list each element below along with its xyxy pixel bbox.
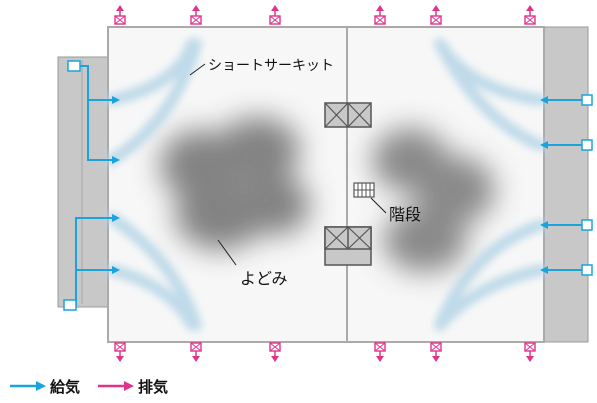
elevator-upper — [324, 102, 372, 128]
label-short-circuit: ショートサーキット — [208, 58, 334, 74]
exhaust-vent-icon — [114, 342, 126, 362]
legend-supply-label: 給気 — [50, 378, 80, 396]
supply-outlet-icon — [63, 299, 77, 311]
legend-supply-arrow — [36, 381, 46, 391]
supply-arrow — [112, 214, 120, 222]
exhaust-vent-icon — [430, 5, 442, 25]
airflow-arc — [106, 212, 202, 331]
leader-short-circuit — [189, 63, 206, 76]
supply-arrow — [112, 266, 120, 274]
supply-duct-right — [548, 99, 582, 271]
exhaust-vent-icon — [269, 342, 281, 362]
supply-outlet-icon — [581, 94, 593, 106]
leader-stairs — [370, 197, 387, 214]
exhaust-vent-icon — [374, 342, 386, 362]
stairs-icon — [353, 182, 375, 198]
elevator-lower — [324, 226, 372, 266]
legend-exhaust-arrow — [124, 381, 134, 391]
label-stairs: 階段 — [389, 205, 421, 224]
exhaust-vent-icon — [430, 342, 442, 362]
supply-outlets-right — [540, 96, 548, 274]
legend-exhaust-label: 排気 — [138, 378, 168, 396]
airflow-arc — [434, 38, 546, 151]
supply-outlet-icon — [581, 264, 593, 276]
label-stagnation: よどみ — [240, 269, 288, 288]
supply-outlet-icon — [581, 139, 593, 151]
stagnation-cloud-right — [372, 128, 495, 272]
supply-outlets-left — [112, 96, 120, 274]
supply-arrow — [112, 96, 120, 104]
left-side-panel — [57, 56, 109, 308]
supply-outlet-boxes-right — [581, 94, 593, 276]
right-side-panel — [543, 26, 589, 343]
exhaust-vents-bottom — [114, 342, 536, 362]
exhaust-vent-icon — [374, 5, 386, 25]
supply-outlet-icon — [67, 60, 81, 72]
supply-arrow — [540, 221, 548, 229]
supply-arrow — [112, 156, 120, 164]
exhaust-vent-icon — [524, 5, 536, 25]
supply-arrow — [540, 96, 548, 104]
legend: 給気 排気 — [10, 378, 168, 396]
exhaust-vent-icon — [190, 5, 202, 25]
airflow-arc — [434, 264, 546, 331]
exhaust-vents-top — [114, 5, 536, 25]
airflow-arc — [106, 264, 198, 331]
exhaust-vent-icon — [524, 342, 536, 362]
airflow-arcs — [106, 38, 546, 331]
airflow-arc — [106, 38, 202, 166]
exhaust-vent-icon — [114, 5, 126, 25]
exhaust-vent-icon — [269, 5, 281, 25]
supply-arrow — [540, 266, 548, 274]
stagnation-cloud-left — [160, 117, 310, 250]
airflow-arc — [434, 219, 546, 331]
exhaust-vent-icon — [190, 342, 202, 362]
supply-outlet-icon — [581, 219, 593, 231]
supply-arrow — [540, 141, 548, 149]
leader-stagnation — [217, 239, 237, 266]
